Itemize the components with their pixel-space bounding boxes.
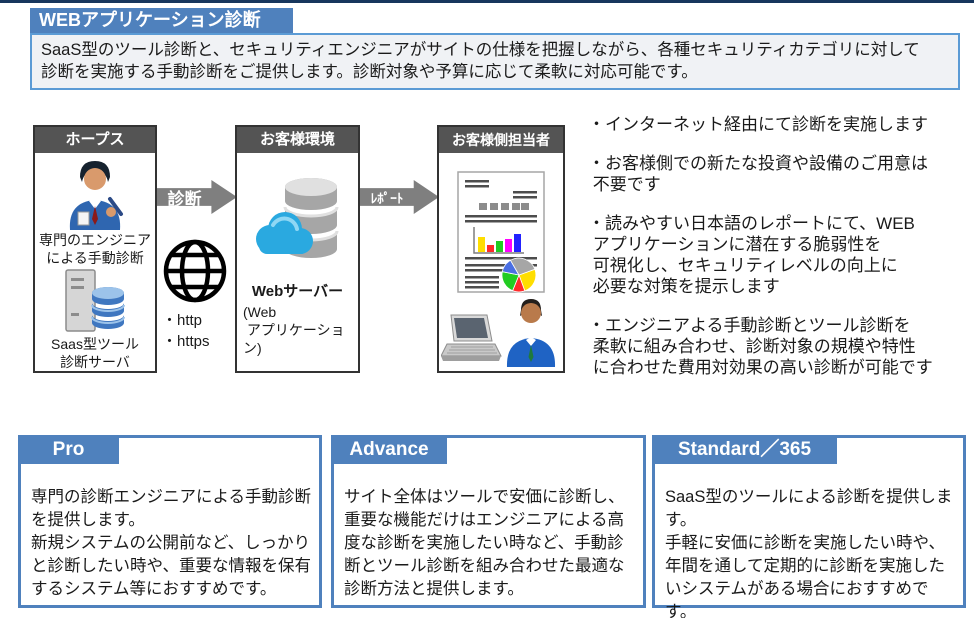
web-server-cloud-icon — [256, 178, 339, 258]
arrow-diagnosis: 診断 — [157, 180, 237, 214]
diagram-box-customer-rep: お客様側担当者 — [437, 125, 565, 373]
diagram-box-hopes: ホープス 専門のエンジニア による手動診断 — [33, 125, 157, 373]
web-server-name: Webサーバー — [251, 283, 344, 300]
saas-tool-server-label: Saas型ツール 診断サーバ — [51, 336, 139, 370]
diagram-box-customer-env: お客様環境 Webサーバー (Web アプリケーション) — [235, 125, 360, 373]
feature-item: ・読みやすい日本語のレポートにて、WEB アプリケーションに潜在する脆弱性を 可… — [588, 214, 915, 296]
diagram-box-customer-env-title: お客様環境 — [237, 127, 358, 153]
protocol-list: ・http ・https — [162, 312, 210, 350]
feature-item: ・エンジニアよる手動診断とツール診断を 柔軟に組み合わせ、診断対象の規模や特性 … — [588, 316, 933, 377]
saas-tool-server-icon — [65, 269, 125, 332]
plan-box-standard365: Standard／365 SaaS型のツールによる診断を提供します。 手軽に安価… — [652, 435, 966, 618]
arrow-report: ﾚﾎﾟｰﾄ — [360, 180, 439, 214]
arrow-report-label: ﾚﾎﾟｰﾄ — [370, 190, 404, 206]
top-divider — [0, 0, 974, 3]
plan-pro-title: Pro — [18, 435, 119, 464]
report-document-icon — [457, 171, 545, 293]
description-text: SaaS型のツール診断と、セキュリティエンジニアがサイトの仕様を把握しながら、各… — [41, 41, 920, 81]
engineer-icon — [69, 161, 123, 230]
feature-list: ・インターネット経由にて診断を実施します ・お客様側での新たな投資や設備のご用意… — [588, 114, 972, 396]
feature-item: ・お客様側での新たな投資や設備のご用意は 不要です — [588, 154, 928, 194]
plan-box-advance: Advance サイト全体はツールで安価に診断し、重要な機能だけはエンジニアによ… — [331, 435, 646, 608]
plan-standard365-title: Standard／365 — [652, 435, 837, 464]
plan-pro-description: 専門の診断エンジニアによる手動診断を提供します。 新規システムの公開前など、しっ… — [31, 488, 312, 598]
plan-box-pro: Pro 専門の診断エンジニアによる手動診断を提供します。 新規システムの公開前な… — [18, 435, 322, 608]
plan-advance-title: Advance — [331, 435, 447, 464]
plan-advance-description: サイト全体はツールで安価に診断し、重要な機能だけはエンジニアによる高度な診断を実… — [344, 488, 625, 598]
customer-person-icon — [506, 299, 556, 367]
web-server-note: (Web アプリケーション) — [243, 304, 345, 356]
laptop-icon — [441, 314, 502, 361]
diagram-box-customer-rep-title: お客様側担当者 — [439, 127, 563, 153]
internet-globe-icon — [163, 239, 227, 303]
engineer-label: 専門のエンジニア による手動診断 — [39, 232, 151, 266]
description-box: SaaS型のツール診断と、セキュリティエンジニアがサイトの仕様を把握しながら、各… — [30, 33, 960, 90]
diagram-box-hopes-title: ホープス — [35, 127, 155, 153]
feature-item: ・インターネット経由にて診断を実施します — [588, 115, 928, 134]
plan-standard365-description: SaaS型のツールによる診断を提供します。 手軽に安価に診断を実施したい時や、年… — [665, 488, 953, 618]
page-title: WEBアプリケーション診断 — [30, 8, 293, 33]
arrow-diagnosis-label: 診断 — [167, 189, 202, 209]
